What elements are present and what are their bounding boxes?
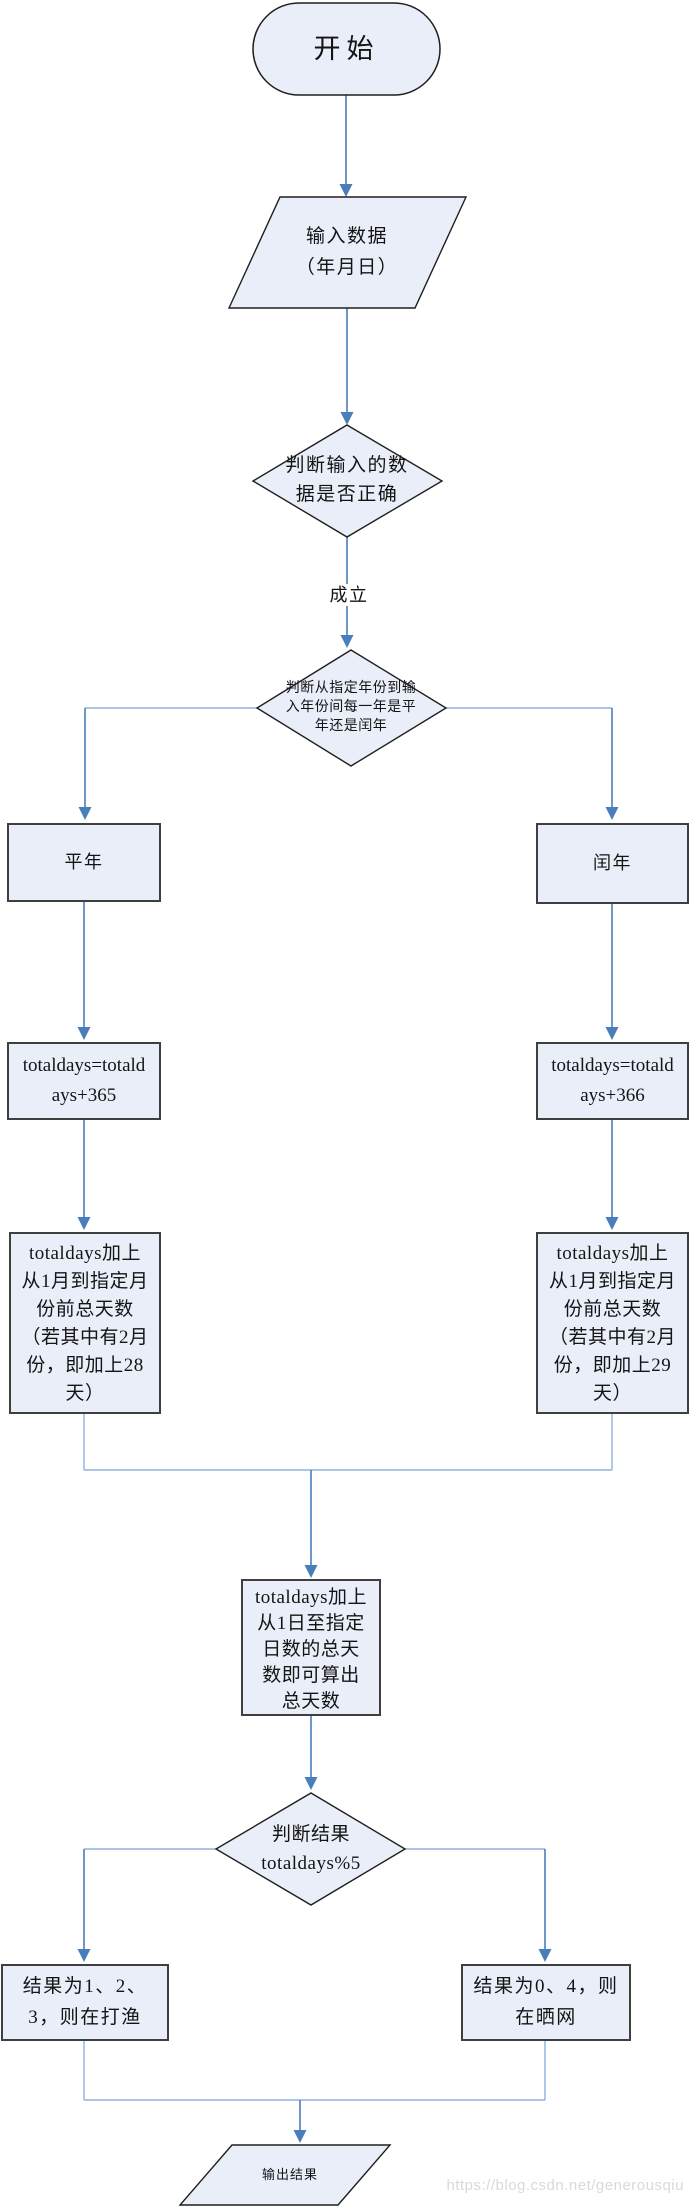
fishing-box-shape [1,1964,169,2041]
fishing-box-label: 结果为1、2、 3，则在打渔 [22,1976,148,2028]
leap-year-box-label: 闰年 [593,853,632,873]
year-type-diamond-label: 判断从指定年份到输 入年份间每一年是平 年还是闰年 [285,681,417,734]
net-drying-box-shape [461,1964,631,2041]
start-node-label: 开始 [313,34,380,64]
input-node-label: 输入数据 （年月日） [295,226,399,278]
flow-arrow-stems [83,95,613,2131]
net-drying-box-label: 结果为0、4，则 在晒网 [473,1976,619,2028]
connector-rails [83,707,613,2101]
watermark-url: https://blog.csdn.net/generousqiu [446,2177,684,2194]
month-days-28-box-label: totaldays加上 从1月到指定月 份前总天数 （若其中有2月 份，即加上2… [21,1243,149,1404]
leap-year-box-shape [536,823,689,904]
result-mod-diamond-label: 判断结果 totaldays%5 [261,1824,361,1874]
month-days-29-box-label: totaldays加上 从1月到指定月 份前总天数 （若其中有2月 份，即加上2… [548,1243,676,1404]
add-365-box-shape [7,1042,161,1120]
add-366-box-label: totaldays=totald ays+366 [551,1055,674,1106]
day-sum-box-label: totaldays加上 从1日至指定 日数的总天 数即可算出 总天数 [254,1587,368,1712]
add-366-box-shape [536,1042,689,1120]
year-type-diamond-shape [255,649,448,767]
month-days-28-box-shape [9,1232,161,1414]
add-365-box-label: totaldays=totald ays+365 [22,1055,146,1106]
branch-condition-label: 成立 [320,584,378,606]
result-mod-diamond-shape [214,1792,407,1906]
day-sum-box-shape [241,1579,381,1716]
check-input-diamond-shape [251,424,444,538]
common-year-box-label: 平年 [64,852,104,872]
common-year-box-shape [7,823,161,902]
output-parallelogram-shape [178,2144,392,2206]
output-node-label: 输出结果 [261,2167,318,2182]
start-node-shape [252,2,441,96]
check-input-diamond-label: 判断输入的数 据是否正确 [285,455,409,505]
month-days-29-box-shape [536,1232,689,1414]
flow-arrowheads [77,184,619,2143]
input-parallelogram-shape [227,196,468,309]
